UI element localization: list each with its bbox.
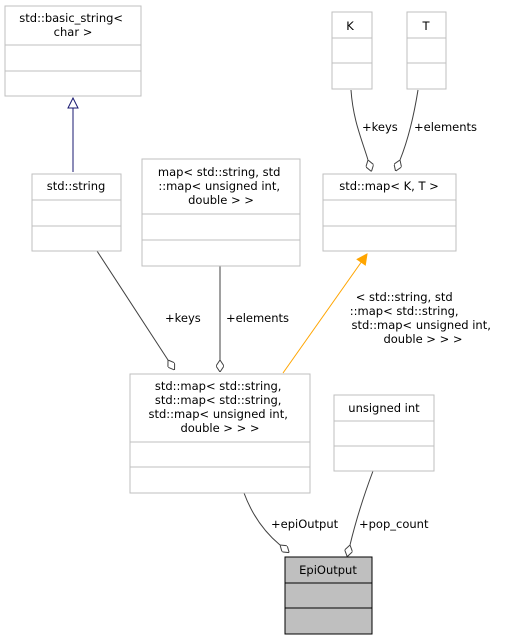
- class-name: map< std::string, std ::map< unsigned in…: [158, 165, 284, 207]
- class-template-param-k: K: [331, 11, 373, 90]
- class-template-param-t: T: [406, 11, 447, 90]
- template-instantiation-edge: [282, 254, 367, 374]
- edge-labels: +keys +elements +keys +elements < std::s…: [165, 120, 495, 531]
- edge-label-keys-kt: +keys: [362, 120, 398, 134]
- class-std-string: std::string: [31, 173, 122, 252]
- class-box: [31, 173, 122, 252]
- class-name: std::map< std::string, std::map< std::st…: [148, 379, 291, 435]
- pop-count-edge: [350, 470, 374, 545]
- class-name: K: [346, 19, 354, 33]
- keys-edge-kt: [350, 89, 368, 160]
- edge-label-elements-kt: +elements: [414, 120, 477, 134]
- class-name: EpiOutput: [299, 563, 357, 577]
- class-epi-output: EpiOutput: [284, 556, 373, 635]
- class-name: T: [421, 19, 430, 33]
- class-map-inner: map< std::string, std ::map< unsigned in…: [141, 158, 301, 267]
- edge-label-pop-count: +pop_count: [359, 517, 429, 531]
- edge-label-template-args: < std::string, std ::map< std::string, s…: [350, 290, 495, 346]
- keys-edge-outer: [96, 250, 168, 360]
- class-box: [331, 11, 373, 90]
- class-box: [333, 394, 435, 472]
- edges: [73, 89, 419, 545]
- class-name: unsigned int: [348, 401, 420, 415]
- class-box: [322, 173, 457, 252]
- class-name: std::basic_string< char >: [19, 11, 126, 39]
- class-std-map-kt: std::map< K, T >: [322, 173, 457, 252]
- class-map-outer: std::map< std::string, std::map< std::st…: [129, 373, 311, 494]
- edge-label-epi-output: +epiOutput: [271, 517, 339, 531]
- class-basic-string: std::basic_string< char >: [4, 5, 142, 97]
- class-box: [129, 373, 311, 494]
- edge-label-keys-outer: +keys: [165, 311, 201, 325]
- class-unsigned-int: unsigned int: [333, 394, 435, 472]
- class-name: std::map< K, T >: [339, 179, 439, 193]
- class-box: [141, 158, 301, 267]
- epi-output-edge: [243, 492, 280, 545]
- edge-label-elements-outer: +elements: [226, 311, 289, 325]
- class-box: [406, 11, 447, 90]
- class-box-highlighted: [284, 556, 373, 635]
- class-name: std::string: [47, 179, 106, 193]
- elements-edge-kt: [400, 89, 419, 160]
- class-box: [4, 5, 142, 97]
